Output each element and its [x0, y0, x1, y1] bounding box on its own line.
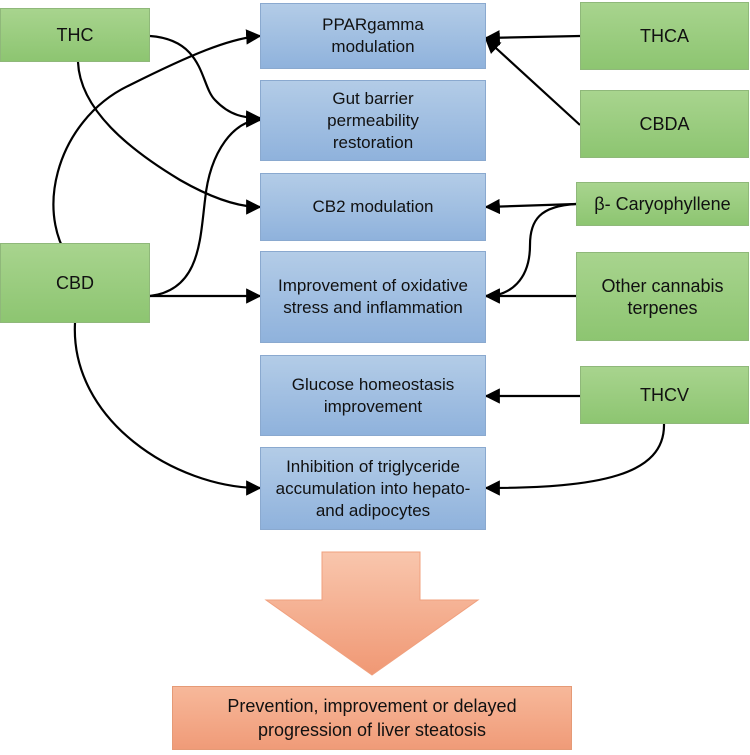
big-down-arrow [264, 551, 480, 676]
source-other-terpenes: Other cannabis terpenes [576, 252, 749, 341]
effect-cb2: CB2 modulation [260, 173, 486, 241]
source-caryophyllene: β- Caryophyllene [576, 182, 749, 226]
source-thc: THC [0, 8, 150, 62]
edge-cbd-to-gut [149, 112, 262, 298]
source-cbda: CBDA [580, 90, 749, 158]
source-cbd: CBD [0, 243, 150, 323]
outcome-box: Prevention, improvement or delayed progr… [172, 686, 572, 750]
source-thca: THCA [580, 2, 749, 70]
edge-cbd-to-triglyceride [73, 322, 262, 496]
edge-caryophyllene-to-oxidative [484, 202, 577, 304]
edge-thc-to-cb2 [76, 61, 262, 215]
effect-gut: Gut barrier permeability restoration [260, 80, 486, 161]
edge-cbda-to-ppar [484, 37, 581, 126]
edge-caryophyllene-to-cb2 [484, 198, 577, 215]
edge-thc-to-gut [149, 34, 262, 126]
edge-cbd-to-ppar [52, 29, 262, 271]
edge-thca-to-ppar [484, 30, 581, 46]
effect-oxidative: Improvement of oxidative stress and infl… [260, 251, 486, 343]
edge-thcv-to-triglyceride [484, 423, 666, 496]
effect-triglyceride: Inhibition of triglyceride accumulation … [260, 447, 486, 530]
effect-ppar: PPARgamma modulation [260, 3, 486, 69]
effect-glucose: Glucose homeostasis improvement [260, 355, 486, 436]
source-thcv: THCV [580, 366, 749, 424]
